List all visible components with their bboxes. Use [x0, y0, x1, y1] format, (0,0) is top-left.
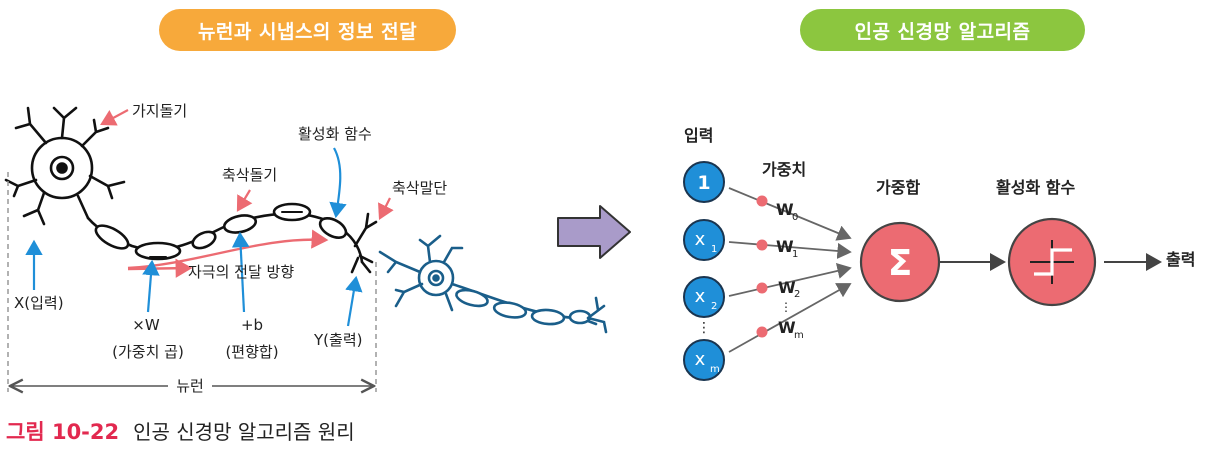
weighted-sum-node: Σ: [859, 221, 941, 303]
label-weight-desc: (가중치 곱): [112, 343, 184, 361]
svg-text:W: W: [776, 200, 794, 219]
transition-arrow-icon: [557, 205, 631, 259]
svg-text:1: 1: [711, 244, 717, 255]
activation-pointer: [329, 147, 347, 219]
figure-caption: 그림 10-22 인공 신경망 알고리즘 원리: [6, 416, 355, 446]
ann-connections: [728, 187, 852, 353]
svg-text:x: x: [695, 349, 706, 370]
figure-title: 인공 신경망 알고리즘 원리: [133, 420, 355, 444]
label-output: Y(출력): [313, 331, 362, 349]
svg-text:2: 2: [711, 301, 717, 312]
ann-diagram: 입력 가중치 가중합 활성화 함수 출력 1 x 1: [683, 126, 1195, 381]
output-pointer: [345, 275, 363, 327]
svg-text:W: W: [776, 237, 794, 256]
svg-text:x: x: [695, 286, 706, 307]
soma: [4, 106, 126, 226]
svg-text:2: 2: [794, 289, 800, 300]
ann-sum-label: 가중합: [876, 178, 920, 197]
label-axon-terminal: 축삭말단: [392, 179, 447, 197]
neuron-header: 뉴런과 시냅스의 정보 전달: [159, 9, 456, 51]
label-weight: ×W: [132, 316, 160, 334]
ann-input-label: 입력: [684, 126, 713, 145]
sigma-icon: Σ: [888, 243, 913, 284]
terminal-pointer: [378, 197, 394, 220]
label-activation: 활성화 함수: [298, 125, 372, 143]
next-neuron: [378, 234, 608, 334]
weight-label-2: W 2: [778, 278, 800, 300]
weight-label-0: W 0: [776, 200, 798, 223]
svg-text:m: m: [794, 330, 804, 341]
input-node-1: x 1: [683, 219, 725, 261]
input-node-0: 1: [683, 161, 725, 203]
step-function-icon: [1030, 240, 1074, 284]
weight-label-m: W m: [778, 318, 804, 341]
neuron-bracket: [7, 172, 377, 392]
dendrite-pointer: [100, 109, 129, 126]
svg-text:m: m: [710, 364, 720, 375]
weight-dots: [756, 195, 768, 338]
ann-weight-label: 가중치: [762, 160, 806, 179]
bias-pointer: [231, 231, 250, 313]
svg-text:W: W: [778, 278, 796, 297]
ann-output-label: 출력: [1166, 250, 1195, 269]
activation-node: [1007, 217, 1097, 307]
neuron-illustration: 가지돌기 축삭돌기 활성화 함수 축삭말단 자극의 전달 방향 X(입력) ×W…: [4, 102, 608, 396]
svg-text:0: 0: [792, 212, 798, 223]
label-axon-node: 축삭돌기: [222, 166, 277, 184]
weight-pointer: [142, 259, 160, 313]
svg-text:x: x: [695, 229, 706, 250]
axon-node-pointer: [236, 189, 253, 212]
weight-ellipsis: ⋮: [780, 300, 792, 314]
ann-header: 인공 신경망 알고리즘: [800, 9, 1085, 51]
svg-text:1: 1: [792, 249, 798, 260]
label-bias: +b: [241, 316, 263, 334]
axon: [86, 202, 378, 274]
svg-text:1: 1: [697, 172, 710, 194]
weight-label-1: W 1: [776, 237, 798, 260]
label-neuron: 뉴런: [176, 377, 204, 395]
label-direction: 자극의 전달 방향: [188, 263, 294, 281]
figure-number: 그림 10-22: [6, 420, 120, 444]
input-node-m: x m: [683, 339, 725, 381]
ann-activation-label: 활성화 함수: [996, 178, 1075, 197]
input-ellipsis: ⋮: [697, 320, 711, 336]
label-dendrite: 가지돌기: [132, 102, 187, 120]
input-node-2: x 2: [683, 276, 725, 318]
svg-text:W: W: [778, 318, 796, 337]
label-bias-desc: (편향합): [225, 343, 278, 361]
label-input: X(입력): [14, 294, 64, 312]
